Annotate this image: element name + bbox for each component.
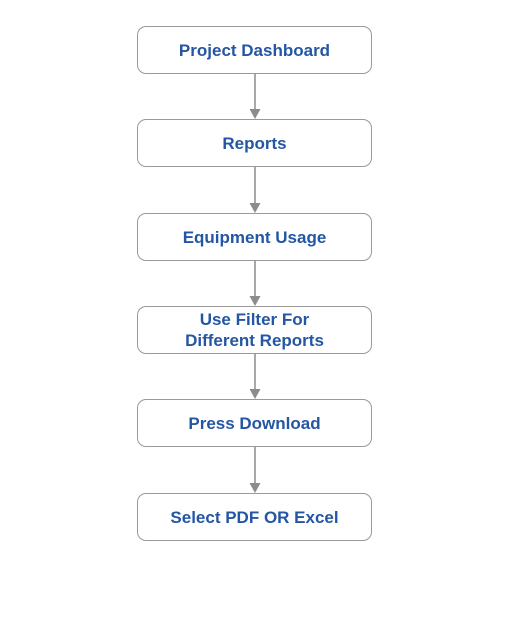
arrowhead-icon — [249, 109, 261, 119]
step-project-dashboard: Project Dashboard — [137, 26, 372, 74]
step-label: Use Filter For Different Reports — [185, 310, 324, 350]
step-label: Select PDF OR Excel — [170, 507, 339, 527]
step-label: Project Dashboard — [178, 40, 331, 60]
arrowhead-icon — [249, 483, 261, 493]
step-label: Reports — [222, 133, 287, 153]
step-label: Equipment Usage — [182, 227, 327, 247]
arrowhead-icon — [249, 296, 261, 306]
step-use-filter: Use Filter For Different Reports — [137, 306, 372, 354]
arrowhead-icon — [249, 203, 261, 213]
step-label: Press Download — [188, 413, 321, 433]
step-reports: Reports — [137, 119, 372, 167]
arrowhead-icon — [249, 389, 261, 399]
step-press-download: Press Download — [137, 399, 372, 447]
step-equipment-usage: Equipment Usage — [137, 213, 372, 261]
step-select-format: Select PDF OR Excel — [137, 493, 372, 541]
